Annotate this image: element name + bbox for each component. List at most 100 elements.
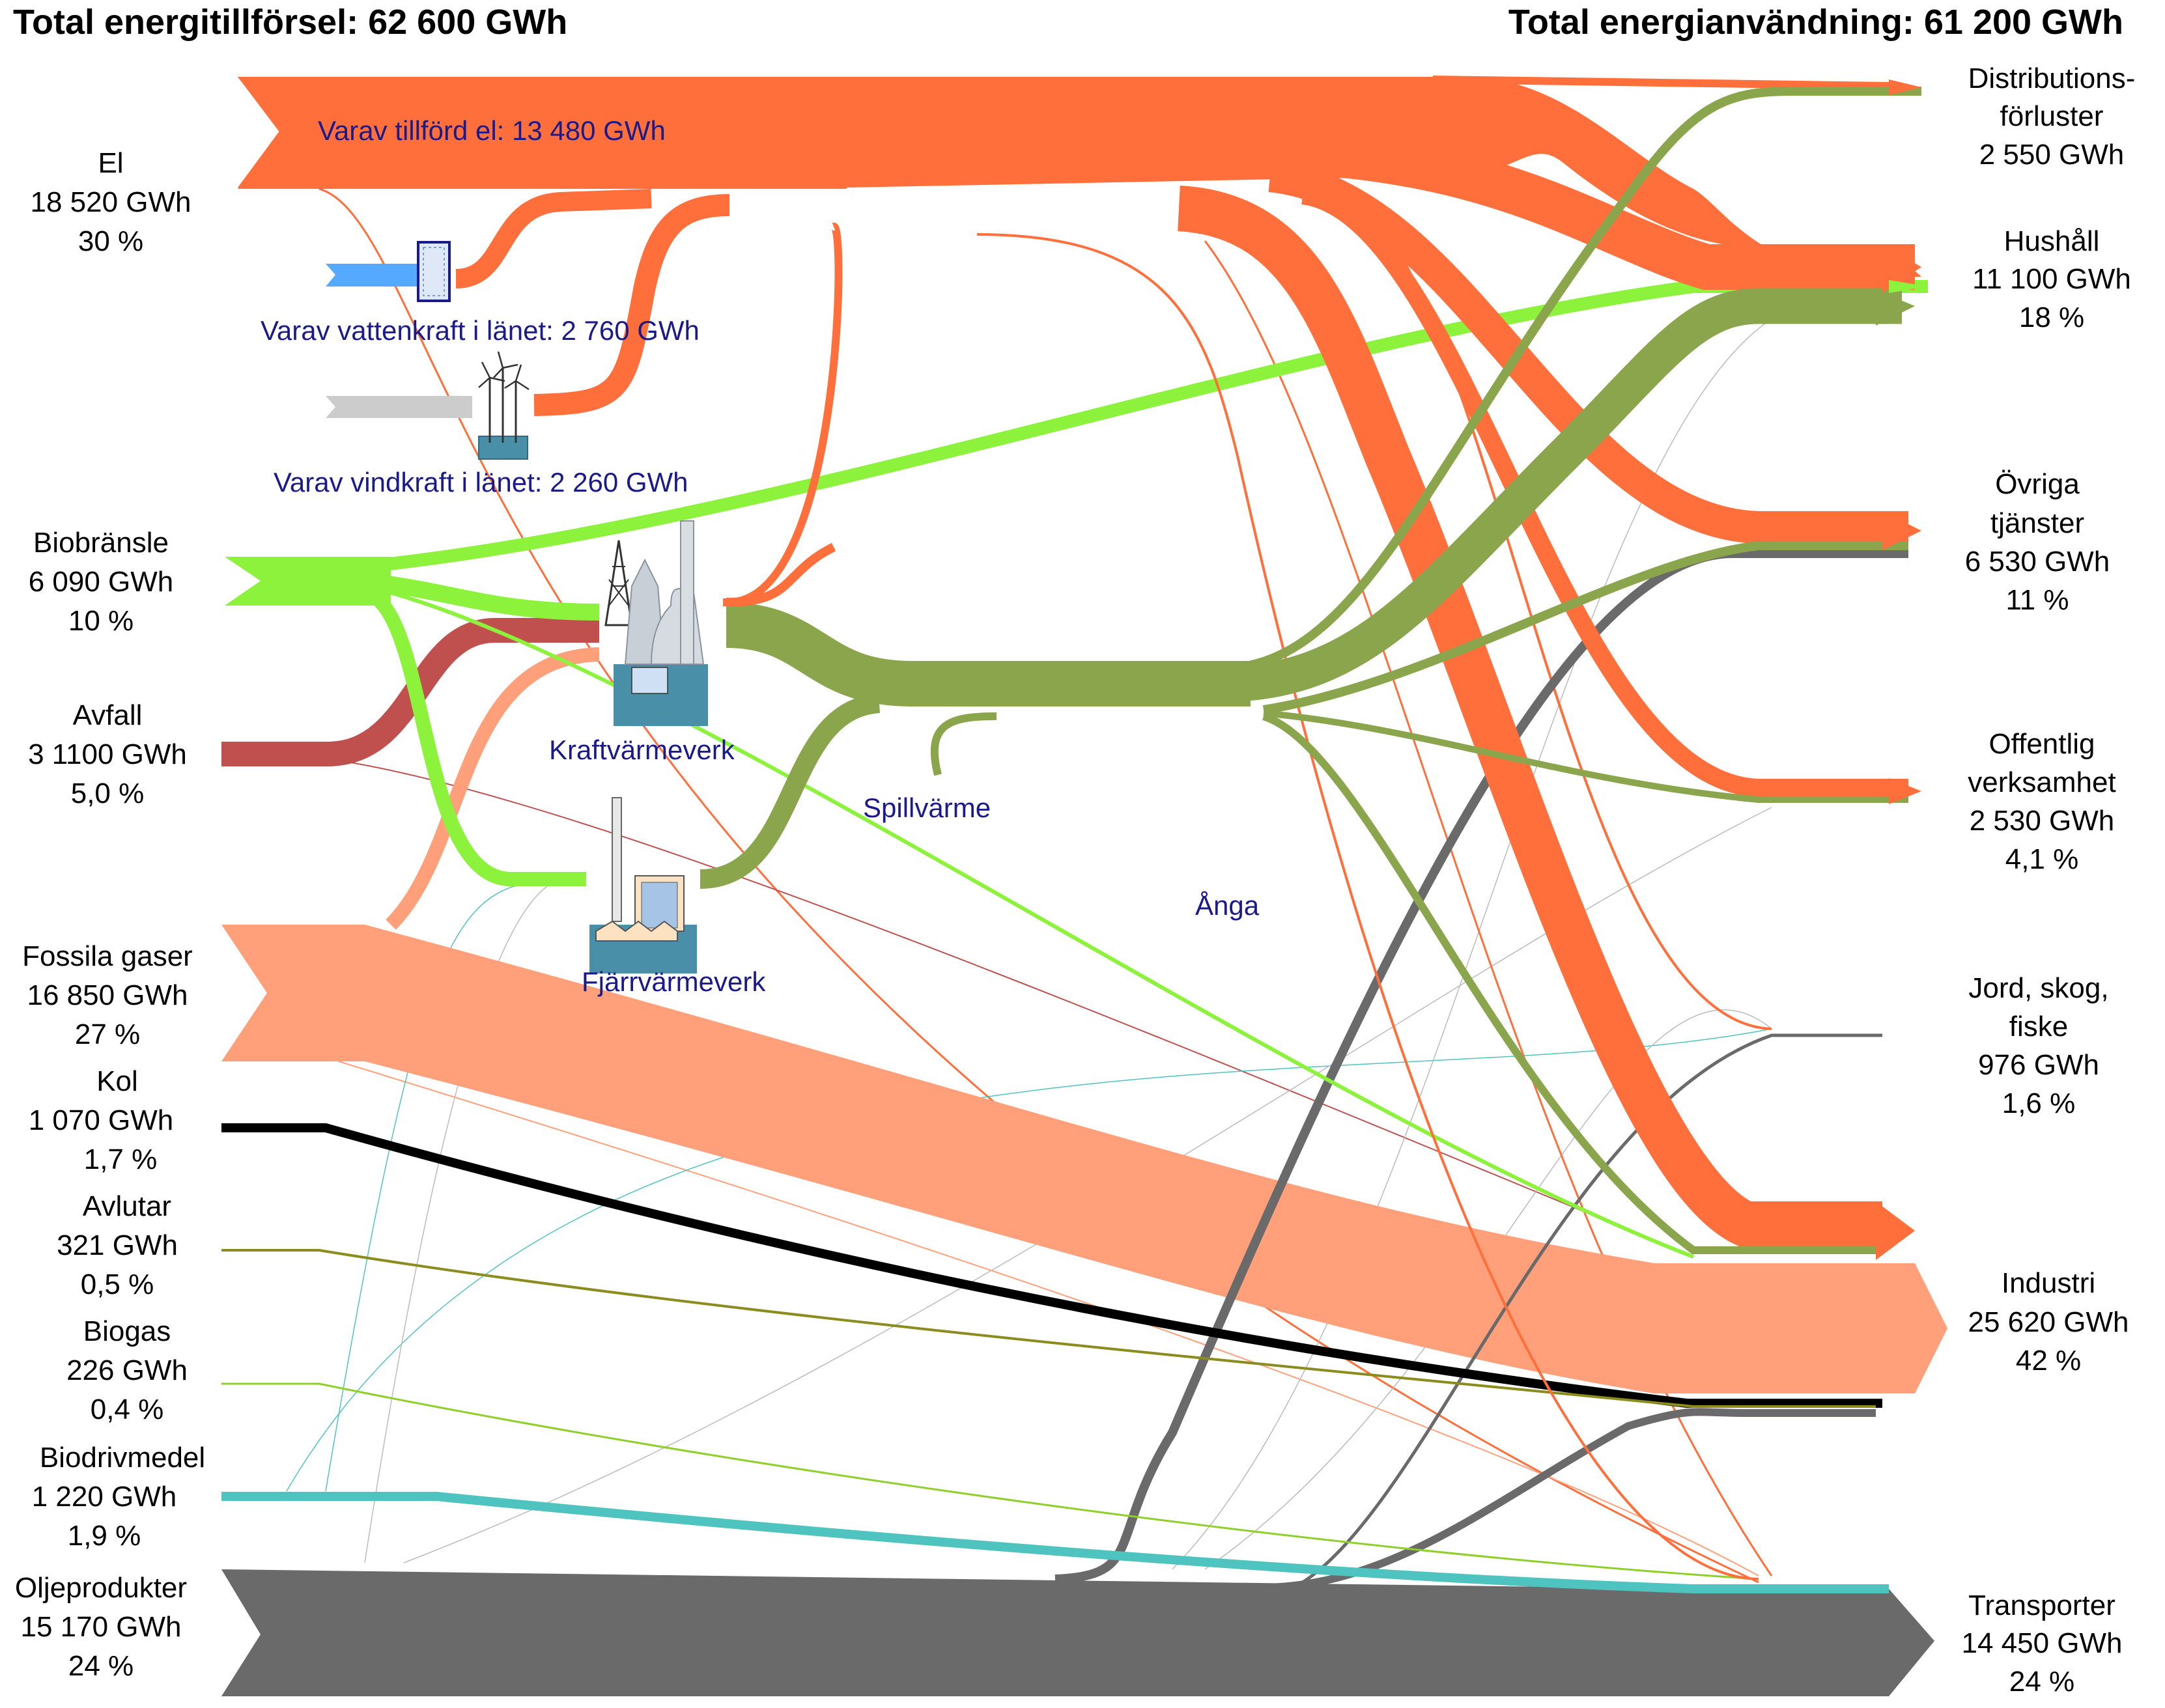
source-kol-pct: 1,7 % xyxy=(84,1143,158,1175)
target-ovriga-pct: 11 % xyxy=(2005,584,2069,616)
flow-fjarrvarme-to-offentlig xyxy=(1263,710,1908,803)
note-vindkraft: Varav vindkraft i länet: 2 260 GWh xyxy=(274,467,688,497)
flow-fjarrvarme-to-hushall xyxy=(1236,288,1902,702)
target-ovriga-value: 6 530 GWh xyxy=(1965,546,2110,578)
flow-olja-to-ovriga xyxy=(1054,549,1908,1584)
source-avfall-name: Avfall xyxy=(73,699,143,731)
source-biogas-name: Biogas xyxy=(83,1315,171,1347)
target-distribution-l1: Distributions- xyxy=(1968,63,2136,94)
source-olja-value: 15 170 GWh xyxy=(20,1611,181,1643)
flow-el-to-ovriga xyxy=(1268,160,1908,544)
source-fossila-pct: 27 % xyxy=(75,1018,140,1050)
target-industri-name: Industri xyxy=(2002,1267,2095,1299)
target-ovriga-l2: tjänster xyxy=(1990,507,2084,539)
small-source-flows xyxy=(221,1123,1889,1593)
flow-fjarrvarme-to-distribution xyxy=(1237,87,1921,672)
target-transporter-name: Transporter xyxy=(1968,1589,2115,1621)
target-offentlig-l2: verksamhet xyxy=(1968,766,2115,798)
flow-spillvarme xyxy=(931,712,997,776)
flow-vindkraft-to-el xyxy=(533,194,730,416)
title-total-use: Total energianvändning: 61 200 GWh xyxy=(1508,3,2123,42)
source-el-name: El xyxy=(98,147,123,179)
target-jord-pct: 1,6 % xyxy=(2002,1087,2076,1119)
flow-fossila-to-industri xyxy=(221,925,1947,1393)
source-fossila-name: Fossila gaser xyxy=(22,940,193,972)
target-arrowheads xyxy=(1876,79,1928,1260)
flow-fjarrvarmeverk-to-fjarrvarmenat xyxy=(700,693,881,889)
source-labels: El 18 520 GWh 30 % Biobränsle 6 090 GWh … xyxy=(15,147,205,1682)
source-el-value: 18 520 GWh xyxy=(30,186,191,218)
flow-olja-thin-4 xyxy=(1204,1009,1772,1570)
source-biogas-pct: 0,4 % xyxy=(91,1393,164,1425)
target-hushall-name: Hushåll xyxy=(2004,225,2100,257)
flow-el-to-kraftvarme-up xyxy=(723,222,843,606)
kraftvarmeverk-icon xyxy=(604,520,708,726)
flow-el-to-hushall xyxy=(1237,127,1915,290)
target-offentlig-value: 2 530 GWh xyxy=(1970,805,2115,837)
flow-fjarrvarme-to-industri xyxy=(1262,712,1882,1254)
source-avlutar-name: Avlutar xyxy=(83,1190,171,1222)
vattenkraft-icon xyxy=(326,241,451,302)
note-kraftvarmeverk: Kraftvärmeverk xyxy=(549,735,735,765)
olja-flows xyxy=(221,549,1934,1696)
arrow-ovriga xyxy=(1882,511,1921,550)
flow-olja-thin-3 xyxy=(1172,318,1772,1570)
annotation-labels: Varav tillförd el: 13 480 GWh Varav vatt… xyxy=(261,115,1260,997)
target-transporter-value: 14 450 GWh xyxy=(1961,1627,2122,1659)
target-hushall-value: 11 100 GWh xyxy=(1972,263,2131,295)
el-source-arrow xyxy=(238,77,847,189)
arrow-industri xyxy=(1876,1201,1915,1260)
target-industri-pct: 42 % xyxy=(2016,1345,2081,1377)
flow-bio-to-fjarrvarme xyxy=(362,585,586,886)
arrow-hushall-bio xyxy=(1889,280,1928,293)
note-fjarrvarmeverk: Fjärrvärmeverk xyxy=(582,966,766,997)
vindkraft-icon xyxy=(326,351,530,460)
arrow-hushall-fjarrvarme xyxy=(1876,290,1915,326)
flow-el-to-distribution xyxy=(1432,76,1889,90)
target-hushall-pct: 18 % xyxy=(2019,301,2084,333)
target-offentlig-pct: 4,1 % xyxy=(2005,843,2079,875)
target-jord-l2: fiske xyxy=(2009,1011,2068,1043)
flow-el-to-transport-thin2 xyxy=(976,233,1759,1580)
source-olja-name: Oljeprodukter xyxy=(15,1572,187,1604)
biobransle-flows xyxy=(225,280,1928,1259)
flow-kraftvarme-el-output xyxy=(726,542,836,607)
fossila-gaser-flows xyxy=(221,647,1947,1393)
target-industri-value: 25 620 GWh xyxy=(1968,1306,2129,1338)
source-bio-pct: 10 % xyxy=(68,605,134,637)
flow-biogas-to-transport xyxy=(221,1382,1759,1580)
target-jord-value: 976 GWh xyxy=(1978,1049,2099,1081)
flow-kraftvarme-to-fjarrvarmenat xyxy=(726,602,1251,707)
target-jord-l1: Jord, skog, xyxy=(1968,972,2108,1004)
arrow-distribution xyxy=(1889,79,1921,95)
source-avlutar-value: 321 GWh xyxy=(57,1229,178,1261)
source-biogas-value: 226 GWh xyxy=(66,1354,188,1386)
target-distribution-value: 2 550 GWh xyxy=(1979,139,2125,171)
flow-bio-to-kraftvarme xyxy=(376,574,600,621)
flow-avlutar-to-industri xyxy=(221,1249,1876,1408)
source-fossila-value: 16 850 GWh xyxy=(27,979,188,1011)
flow-biodrivmedel-to-transporter xyxy=(221,1492,1889,1593)
source-bio-value: 6 090 GWh xyxy=(29,566,174,598)
flow-biodrivmedel-thin-1 xyxy=(286,1028,1772,1492)
note-tillford-el: Varav tillförd el: 13 480 GWh xyxy=(318,115,666,146)
source-biodrivmedel-name: Biodrivmedel xyxy=(40,1442,205,1474)
flow-olja-to-industri xyxy=(1269,1408,1876,1591)
flow-fjarrvarme-to-ovriga xyxy=(1262,541,1908,714)
note-vattenkraft: Varav vattenkraft i länet: 2 760 GWh xyxy=(261,315,700,346)
source-kol-value: 1 070 GWh xyxy=(29,1104,174,1136)
source-olja-pct: 24 % xyxy=(68,1650,134,1682)
target-transporter-pct: 24 % xyxy=(2009,1666,2074,1698)
flow-kol-to-industri xyxy=(221,1123,1882,1408)
source-kol-name: Kol xyxy=(96,1065,138,1097)
flow-bio-to-industri xyxy=(364,584,1695,1259)
source-biodrivmedel-pct: 1,9 % xyxy=(68,1520,141,1552)
target-distribution-l2: förluster xyxy=(2000,100,2104,132)
flow-fossila-to-kraftvarme xyxy=(386,647,600,930)
fjarrvarme-flows xyxy=(700,87,1921,1254)
title-total-supply: Total energitillförsel: 62 600 GWh xyxy=(13,3,567,42)
arrow-offentlig xyxy=(1889,778,1921,804)
source-el-pct: 30 % xyxy=(78,225,143,257)
target-ovriga-l1: Övriga xyxy=(1995,468,2080,500)
